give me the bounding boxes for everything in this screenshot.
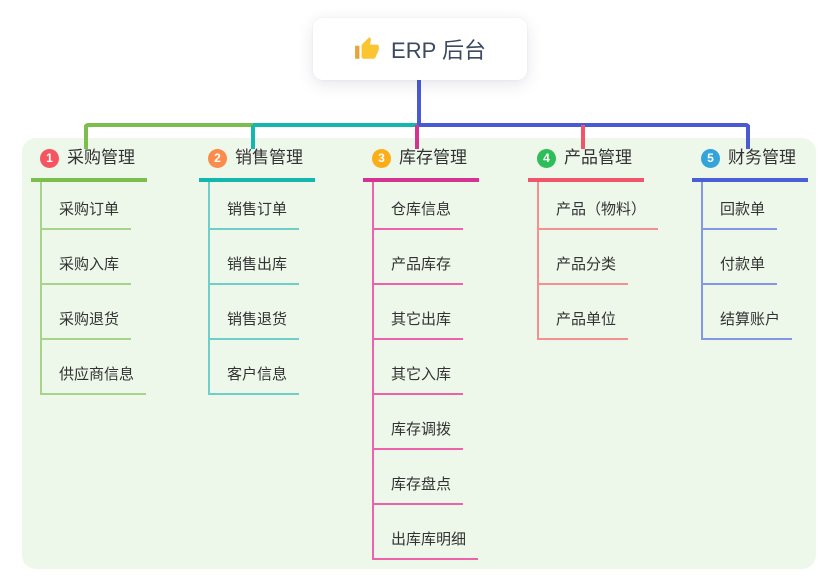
branch-number-badge: 2 — [208, 148, 227, 168]
child-node[interactable]: 出库库明细 — [374, 505, 479, 560]
connector-drop-finance — [746, 125, 750, 149]
root-node-label: ERP 后台 — [391, 38, 486, 63]
thumbs-up-icon — [354, 36, 380, 62]
connector-root-stem — [417, 80, 421, 127]
branch-children: 产品（物料） 产品分类 产品单位 — [537, 182, 659, 340]
child-node[interactable]: 结算账户 — [703, 285, 793, 340]
branch-children: 销售订单 销售出库 销售退货 客户信息 — [208, 182, 300, 395]
branch-node-procurement[interactable]: 1 采购管理 — [31, 145, 147, 182]
branch-node-inventory[interactable]: 3 库存管理 — [363, 145, 479, 182]
child-node[interactable]: 仓库信息 — [374, 182, 464, 230]
connector-trunk-teal — [253, 123, 417, 127]
connector-drop-sales — [251, 125, 255, 149]
child-node[interactable]: 销售退货 — [210, 285, 300, 340]
child-node[interactable]: 其它入库 — [374, 340, 464, 395]
child-node[interactable]: 采购订单 — [42, 182, 132, 230]
branch-number-badge: 4 — [537, 148, 556, 168]
branch-inventory: 3 库存管理 仓库信息 产品库存 其它出库 其它入库 库存调拨 库存盘点 出库库… — [363, 145, 479, 560]
child-node[interactable]: 销售出库 — [210, 230, 300, 285]
connector-drop-inventory — [415, 125, 419, 149]
child-node[interactable]: 产品分类 — [539, 230, 629, 285]
root-node[interactable]: ERP 后台 — [313, 18, 527, 80]
child-node[interactable]: 产品库存 — [374, 230, 464, 285]
child-node[interactable]: 产品（物料） — [539, 182, 659, 230]
branch-number-badge: 5 — [701, 148, 720, 168]
branch-children: 采购订单 采购入库 采购退货 供应商信息 — [40, 182, 147, 395]
branch-sales: 2 销售管理 销售订单 销售出库 销售退货 客户信息 — [199, 145, 315, 395]
branch-label: 财务管理 — [728, 148, 796, 167]
child-node[interactable]: 采购退货 — [42, 285, 132, 340]
connector-drop-product — [581, 125, 585, 149]
child-node[interactable]: 回款单 — [703, 182, 778, 230]
branch-node-sales[interactable]: 2 销售管理 — [199, 145, 315, 182]
branch-label: 产品管理 — [564, 148, 632, 167]
branch-product: 4 产品管理 产品（物料） 产品分类 产品单位 — [528, 145, 659, 340]
child-node[interactable]: 客户信息 — [210, 340, 300, 395]
child-node[interactable]: 付款单 — [703, 230, 778, 285]
child-node[interactable]: 库存盘点 — [374, 450, 464, 505]
child-node[interactable]: 供应商信息 — [42, 340, 147, 395]
child-node[interactable]: 库存调拨 — [374, 395, 464, 450]
branch-label: 销售管理 — [235, 148, 303, 167]
branch-finance: 5 财务管理 回款单 付款单 结算账户 — [692, 145, 808, 340]
branch-number-badge: 1 — [40, 148, 59, 168]
branch-label: 采购管理 — [67, 148, 135, 167]
branch-node-finance[interactable]: 5 财务管理 — [692, 145, 808, 182]
child-node[interactable]: 采购入库 — [42, 230, 132, 285]
branch-label: 库存管理 — [399, 148, 467, 167]
child-node[interactable]: 产品单位 — [539, 285, 629, 340]
branches-panel — [22, 138, 816, 569]
child-node[interactable]: 其它出库 — [374, 285, 464, 340]
connector-drop-procurement — [84, 125, 88, 149]
branch-procurement: 1 采购管理 采购订单 采购入库 采购退货 供应商信息 — [31, 145, 147, 395]
child-node[interactable]: 销售订单 — [210, 182, 300, 230]
branch-node-product[interactable]: 4 产品管理 — [528, 145, 644, 182]
branch-children: 回款单 付款单 结算账户 — [701, 182, 793, 340]
branch-number-badge: 3 — [372, 148, 391, 168]
connector-trunk-green — [84, 123, 253, 127]
branch-children: 仓库信息 产品库存 其它出库 其它入库 库存调拨 库存盘点 出库库明细 — [372, 182, 479, 560]
